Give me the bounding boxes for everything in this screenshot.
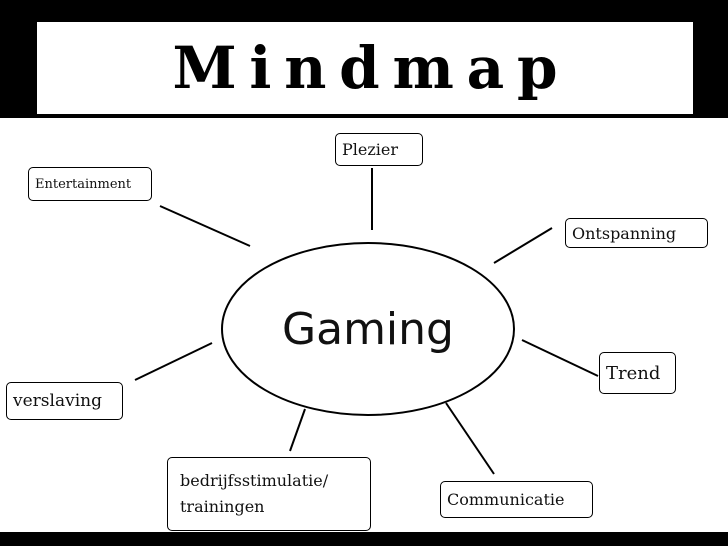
node-verslaving-label: verslaving xyxy=(13,391,102,411)
node-ontspanning: Ontspanning xyxy=(565,218,708,248)
connector-entertainment xyxy=(159,205,251,247)
center-topic: Gaming xyxy=(282,303,454,355)
node-verslaving: verslaving xyxy=(6,382,123,420)
node-communicatie: Communicatie xyxy=(440,481,593,518)
node-plezier-label: Plezier xyxy=(342,140,399,159)
node-trend-label: Trend xyxy=(606,362,661,384)
node-bedrijf-line1: bedrijfsstimulatie/ xyxy=(180,471,329,491)
node-bedrijfsstimulatie: bedrijfsstimulatie/ trainingen xyxy=(167,457,371,531)
center-ellipse xyxy=(221,242,515,416)
connector-communicatie xyxy=(445,402,495,475)
page-title: Mindmap xyxy=(172,34,571,102)
connector-bedrijf xyxy=(289,408,306,452)
connector-ontspanning xyxy=(493,227,553,264)
node-entertainment-label: Entertainment xyxy=(35,176,132,192)
node-entertainment: Entertainment xyxy=(28,167,152,201)
node-communicatie-label: Communicatie xyxy=(447,490,565,509)
connector-verslaving xyxy=(134,342,213,381)
mindmap-canvas: Gaming Plezier Entertainment Ontspanning… xyxy=(0,118,728,532)
node-bedrijf-line2: trainingen xyxy=(180,497,265,516)
title-banner: Mindmap xyxy=(37,22,693,114)
connector-layer xyxy=(134,168,599,475)
connector-trend xyxy=(521,339,599,377)
node-trend: Trend xyxy=(599,352,676,394)
node-ontspanning-label: Ontspanning xyxy=(572,223,677,243)
node-plezier: Plezier xyxy=(335,133,423,166)
